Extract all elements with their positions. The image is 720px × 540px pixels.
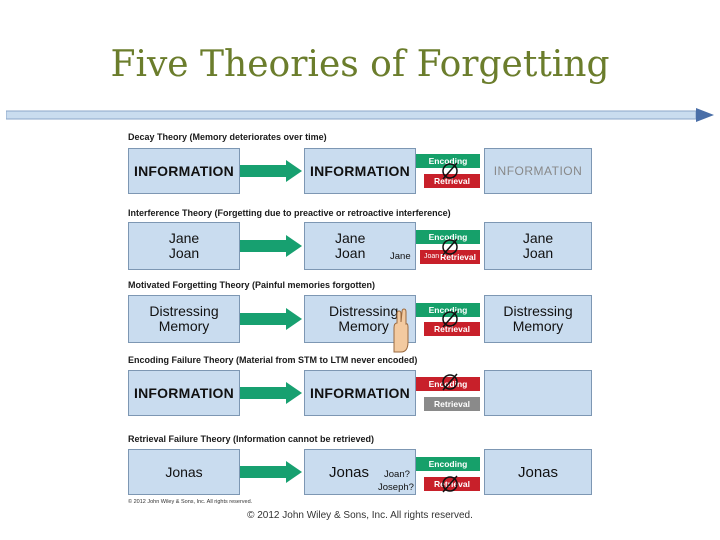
retrieval-failure-encoding-tag: Encoding — [416, 457, 480, 471]
retrieval-failure-box-stored: Jonas — [304, 449, 416, 495]
retrieval-failure-forward-arrow — [240, 461, 302, 483]
interference-encoding-tag: Encoding — [416, 230, 480, 244]
crossed-circle-icon — [442, 238, 458, 256]
interference-box-stored: Jane Joan — [304, 222, 416, 270]
retrieval-failure-question-1: Joan? — [384, 469, 410, 480]
interference-forward-arrow — [240, 235, 302, 257]
encoding-failure-box-stored: INFORMATION — [304, 370, 416, 416]
retrieval-failure-retrieval-tag: Retrieval — [424, 477, 480, 491]
encoding-failure-forward-arrow — [240, 382, 302, 404]
interference-side-name: Jane — [390, 251, 411, 262]
title-rule-arrow — [6, 108, 714, 122]
retrieval-failure-box-initial: Jonas — [128, 449, 240, 495]
encoding-failure-retrieval-tag: Retrieval — [424, 397, 480, 411]
interference-box-retrieved: Jane Joan — [484, 222, 592, 270]
decay-box-faded: INFORMATION — [484, 148, 592, 194]
interference-theory-heading: Interference Theory (Forgetting due to p… — [128, 208, 451, 218]
crossed-circle-icon — [442, 310, 458, 328]
retrieval-failure-theory-heading: Retrieval Failure Theory (Information ca… — [128, 434, 375, 444]
crossed-circle-icon — [442, 162, 458, 180]
slide-title: Five Theories of Forgetting — [110, 44, 610, 85]
decay-retrieval-tag: Retrieval — [424, 174, 480, 188]
motivated-box-retrieved: Distressing Memory — [484, 295, 592, 343]
interference-box-initial: Jane Joan — [128, 222, 240, 270]
decay-encoding-tag: Encoding — [416, 154, 480, 168]
decay-box-stored: INFORMATION — [304, 148, 416, 194]
encoding-failure-box-initial: INFORMATION — [128, 370, 240, 416]
encoding-failure-box-empty — [484, 370, 592, 416]
motivated-retrieval-tag: Retrieval — [424, 322, 480, 336]
slide-footer: © 2012 John Wiley & Sons, Inc. All right… — [247, 510, 473, 521]
crossed-circle-icon — [442, 373, 458, 391]
encoding-failure-theory-heading: Encoding Failure Theory (Material from S… — [128, 355, 418, 365]
interference-retrieval-prefix: Joan — [424, 253, 440, 260]
figure-credit: © 2012 John Wiley & Sons, Inc. All right… — [128, 499, 253, 505]
motivated-theory-heading: Motivated Forgetting Theory (Painful mem… — [128, 280, 376, 290]
motivated-box-initial: Distressing Memory — [128, 295, 240, 343]
interference-retrieval-tag: Retrieval — [420, 250, 480, 264]
retrieval-failure-question-2: Joseph? — [378, 482, 414, 493]
decay-theory-heading: Decay Theory (Memory deteriorates over t… — [128, 132, 327, 142]
motivated-encoding-tag: Encoding — [416, 303, 480, 317]
raised-hand-icon — [393, 308, 409, 353]
decay-forward-arrow — [240, 160, 302, 182]
crossed-circle-icon — [442, 475, 458, 493]
motivated-forward-arrow — [240, 308, 302, 330]
retrieval-failure-box-retrieved: Jonas — [484, 449, 592, 495]
decay-box-initial: INFORMATION — [128, 148, 240, 194]
